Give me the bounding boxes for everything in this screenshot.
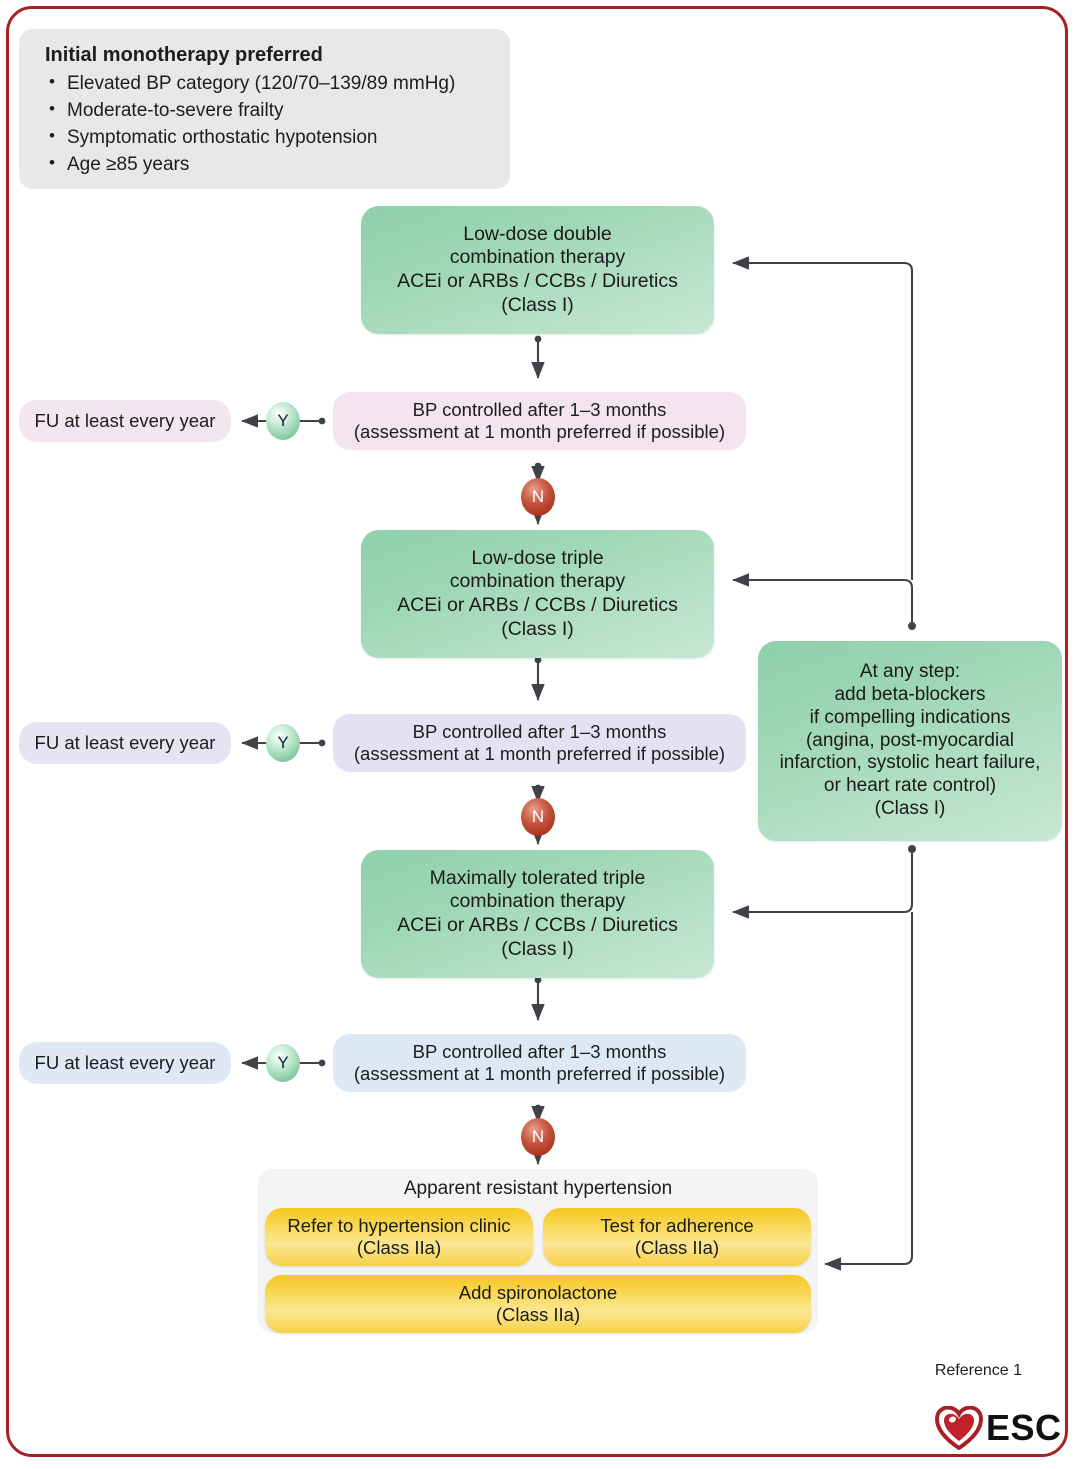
- decision-bp-check-2[interactable]: BP controlled after 1–3 months (assessme…: [333, 714, 746, 772]
- followup-label: FU at least every year: [34, 409, 216, 431]
- esc-heart-icon: [935, 1406, 983, 1450]
- step-line: (Class I): [501, 617, 574, 640]
- list-item: Elevated BP category (120/70–139/89 mmHg…: [45, 70, 455, 98]
- step-line: ACEi or ARBs / CCBs / Diuretics: [397, 914, 678, 936]
- step-max-tolerated-triple[interactable]: Maximally tolerated triple combination t…: [361, 850, 714, 978]
- step-line: Low-dose triple: [471, 546, 604, 569]
- branch-no-marker-2: N: [521, 798, 555, 836]
- followup-3[interactable]: FU at least every year: [19, 1042, 231, 1084]
- action-line: (Class IIa): [634, 1237, 720, 1258]
- side-box-line: At any step:: [859, 660, 961, 682]
- decision-line: BP controlled after 1–3 months: [412, 1040, 667, 1062]
- step-line: ACEi or ARBs / CCBs / Diuretics: [397, 270, 678, 292]
- step-line: ACEi or ARBs / CCBs / Diuretics: [397, 594, 678, 616]
- list-item: Moderate-to-severe frailty: [45, 97, 455, 125]
- branch-yes-label: Y: [277, 411, 289, 430]
- followup-1[interactable]: FU at least every year: [19, 400, 231, 442]
- branch-no-label: N: [531, 1127, 545, 1146]
- side-box-line: add beta-blockers: [834, 683, 986, 705]
- reference-note: Reference 1: [934, 1362, 1022, 1379]
- decision-bp-check-1[interactable]: BP controlled after 1–3 months (assessme…: [333, 392, 746, 450]
- branch-no-label: N: [531, 487, 545, 506]
- side-box-line: or heart rate control): [823, 775, 997, 797]
- branch-yes-marker-1: Y: [266, 402, 300, 440]
- decision-line: BP controlled after 1–3 months: [412, 398, 667, 420]
- esc-logo: ESC: [935, 1402, 1065, 1454]
- side-box-line: (angina, post-myocardial: [805, 729, 1015, 751]
- decision-bp-check-3[interactable]: BP controlled after 1–3 months (assessme…: [333, 1034, 746, 1092]
- info-panel-list: Elevated BP category (120/70–139/89 mmHg…: [45, 70, 455, 179]
- decision-line: BP controlled after 1–3 months: [412, 720, 667, 742]
- action-line: (Class IIa): [356, 1237, 442, 1258]
- side-box-line: if compelling indications: [809, 706, 1011, 728]
- step-low-dose-double[interactable]: Low-dose double combination therapy ACEi…: [361, 206, 714, 334]
- action-line: (Class IIa): [495, 1304, 581, 1325]
- step-line: Maximally tolerated triple: [429, 866, 646, 889]
- info-panel-heading: Initial monotherapy preferred: [45, 44, 323, 66]
- side-box-beta-blockers[interactable]: At any step: add beta-blockers if compel…: [758, 641, 1062, 841]
- branch-yes-marker-3: Y: [266, 1044, 300, 1082]
- action-add-spironolactone[interactable]: Add spironolactone (Class IIa): [265, 1275, 811, 1333]
- side-box-line: (Class I): [874, 798, 946, 820]
- step-line: combination therapy: [449, 570, 626, 593]
- branch-yes-label: Y: [277, 733, 289, 752]
- side-box-line: infarction, systolic heart failure,: [779, 752, 1041, 774]
- decision-line: (assessment at 1 month preferred if poss…: [353, 743, 726, 764]
- resistant-group-title: Apparent resistant hypertension: [403, 1178, 673, 1199]
- action-line: Refer to hypertension clinic: [287, 1214, 511, 1236]
- list-item: Age ≥85 years: [45, 151, 455, 179]
- step-line: combination therapy: [449, 890, 626, 913]
- step-line: (Class I): [501, 937, 574, 960]
- esc-wordmark: ESC: [986, 1407, 1062, 1448]
- info-panel: Initial monotherapy preferred Elevated B…: [19, 29, 510, 189]
- action-line: Test for adherence: [600, 1214, 754, 1236]
- action-refer-clinic[interactable]: Refer to hypertension clinic (Class IIa): [265, 1208, 533, 1266]
- step-line: (Class I): [501, 293, 574, 316]
- decision-line: (assessment at 1 month preferred if poss…: [353, 1063, 726, 1084]
- branch-yes-marker-2: Y: [266, 724, 300, 762]
- step-low-dose-triple[interactable]: Low-dose triple combination therapy ACEi…: [361, 530, 714, 658]
- decision-line: (assessment at 1 month preferred if poss…: [353, 421, 726, 442]
- branch-yes-label: Y: [277, 1053, 289, 1072]
- step-line: Low-dose double: [463, 222, 612, 245]
- action-test-adherence[interactable]: Test for adherence (Class IIa): [543, 1208, 811, 1266]
- branch-no-marker-3: N: [521, 1118, 555, 1156]
- step-line: combination therapy: [449, 246, 626, 269]
- action-line: Add spironolactone: [458, 1281, 618, 1303]
- followup-label: FU at least every year: [34, 731, 216, 753]
- list-item: Symptomatic orthostatic hypotension: [45, 124, 455, 152]
- branch-no-label: N: [531, 807, 545, 826]
- followup-label: FU at least every year: [34, 1051, 216, 1073]
- followup-2[interactable]: FU at least every year: [19, 722, 231, 764]
- branch-no-marker-1: N: [521, 478, 555, 516]
